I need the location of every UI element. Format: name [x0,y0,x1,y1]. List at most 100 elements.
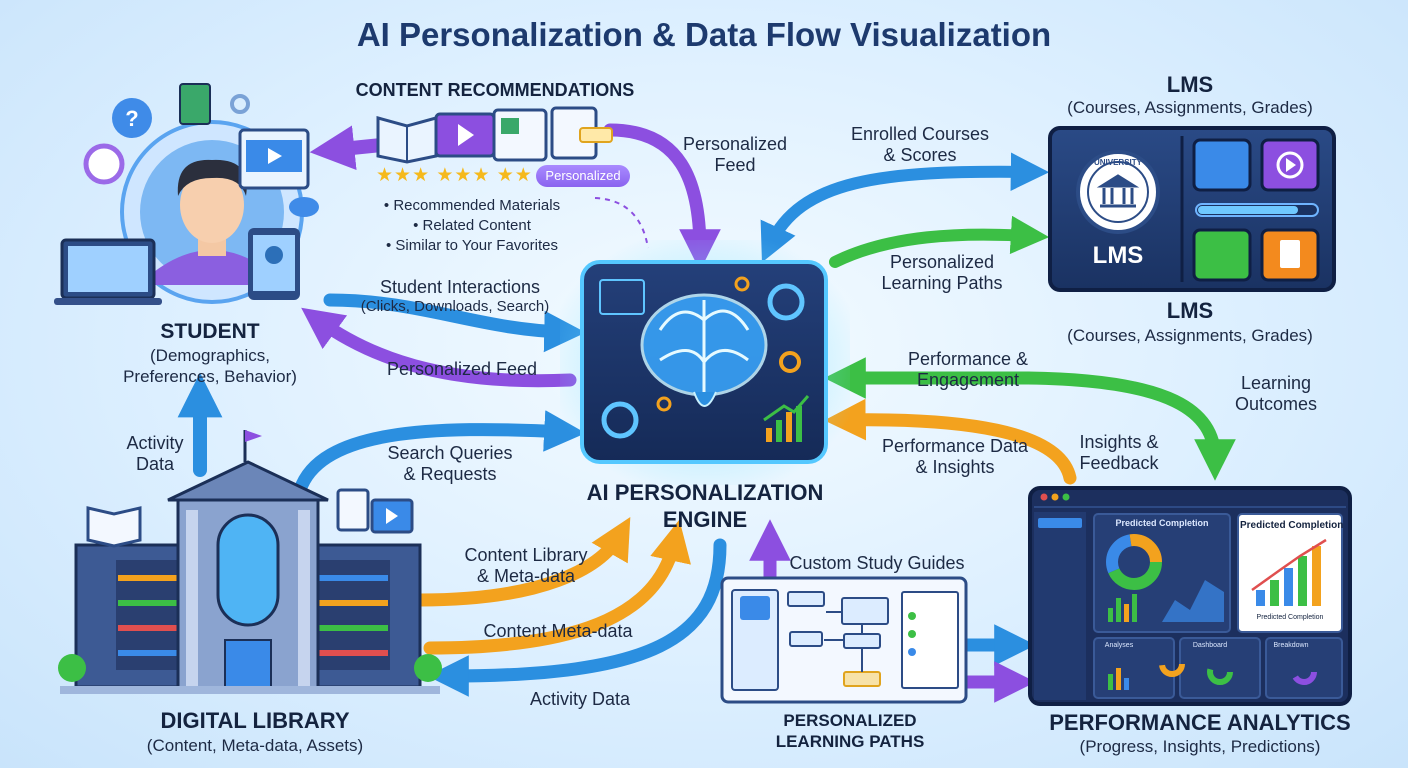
book-icon [179,83,211,125]
library-door [224,639,272,691]
book-tile-icon [1192,138,1252,192]
analytics-card-1-title: Predicted Completion [1115,518,1209,528]
path-node [789,631,823,647]
arrow-enrolled-courses [760,152,1050,263]
content-recs-heading: CONTENT RECOMMENDATIONS [355,80,635,100]
engine-heading-2: ENGINE [662,507,748,532]
student-detail-1: (Demographics, [150,346,270,365]
student-heading: STUDENT [160,320,260,343]
learning-paths-heading-2: LEARNING PATHS [775,732,925,751]
content-recs-item-1: • Recommended Materials [383,197,561,214]
lms-mid-heading: LMS [1166,298,1214,323]
engine-heading-1: AI PERSONALIZATION [586,480,824,505]
area-chart-icon [1162,580,1224,622]
chat-dots-icon [289,197,319,217]
gear-icon [656,396,672,412]
data-panel-icon [599,279,645,315]
flow-perf-data-1: Performance Data [881,436,1029,456]
flow-library-meta-1: Content Library [464,545,588,565]
flow-enrolled-1: Enrolled Courses [850,124,990,144]
flow-activity-up-1: Activity [126,433,184,453]
learning-paths-illustration [720,576,968,704]
university-seal-text: UNIVERSITY [1093,158,1142,167]
analytics-card-2-title: Predicted Completion [1240,520,1344,531]
lms-mid-detail: (Courses, Assignments, Grades) [1067,326,1313,345]
lms-illustration [1048,126,1336,292]
flow-paths-2: Learning Paths [881,273,1003,293]
arrow-search-queries [293,410,586,497]
arrow-personalized-feed-left [301,307,577,388]
flow-enrolled-2: & Scores [883,145,957,165]
university-seal-icon [1076,150,1160,234]
arrow-student-interactions [323,293,586,353]
analytics-sidebar [1034,512,1086,700]
lms-logo-text: LMS [1092,242,1144,269]
dashed-connector [594,197,649,249]
analytics-legend: Predicted Completion [1256,614,1324,621]
arrow-insights-feedback [824,398,1077,485]
rating-stars-icon: ★★★ ★★★ ★★ [376,165,533,186]
progress-list [901,591,959,689]
arrow-activity-data-bottom [427,538,727,697]
flow-personalized-feed-top-2: Feed [714,155,756,175]
tree-icon [414,654,442,682]
flow-perf-data-2: & Insights [915,457,995,477]
flow-insights-1: Insights & [1079,432,1159,452]
page-title: AI Personalization & Data Flow Visualiza… [356,16,1052,53]
flow-content-meta: Content Meta-data [483,621,633,641]
analytics-panel-breakdown [1265,637,1343,699]
student-detail-2: Preferences, Behavior) [123,367,297,386]
arrow-personalized-feed-top [603,123,721,271]
path-node [843,671,881,687]
gear-icon [734,276,750,292]
flow-search-1: Search Queries [387,443,513,463]
flow-personalized-feed-top-1: Personalized [682,134,788,154]
question-bubble-icon [112,98,152,138]
flow-custom-guides: Custom Study Guides [789,553,965,573]
student-face [180,167,244,243]
lms-top-heading: LMS [1166,72,1214,97]
library-flag-icon [245,430,262,442]
bar-chart-icon [763,395,810,442]
library-book-icon [86,506,142,548]
lms-top-detail: (Courses, Assignments, Grades) [1067,98,1313,117]
arrow-content-library [413,516,631,607]
gear-icon [779,351,801,373]
svg-text:?: ? [125,106,138,131]
flow-paths-1: Personalized [889,252,995,272]
bookshelf-right [302,575,388,656]
content-recommendations-illustration [376,106,649,249]
analytics-panel-1-label: Analyses [1104,642,1134,649]
bookshelf-left [118,575,204,656]
flow-library-meta-2: & Meta-data [476,566,576,586]
chat-bubble-icon [83,143,125,185]
flow-arrows [177,123,1236,703]
flow-outcomes-2: Outcomes [1234,394,1318,414]
content-recs-item-2: • Related Content [413,217,531,234]
learning-paths-heading-1: PERSONALIZED [783,711,917,730]
flow-perf-engage-1: Performance & [907,349,1029,369]
gear-icon [767,283,805,321]
analytics-detail: (Progress, Insights, Predictions) [1079,737,1321,756]
analytics-heading: PERFORMANCE ANALYTICS [1049,710,1351,735]
path-node [787,591,825,607]
arrow-lms-to-engagement [1021,371,1236,481]
library-heading: DIGITAL LIBRARY [160,708,350,733]
completion-bar-chart [1251,538,1327,606]
student-hair [177,159,247,196]
analytics-panel-3-label: Breakdown [1273,642,1309,649]
personalized-badge: Personalized [536,165,630,187]
analytics-panel-2-label: Dashboard [1192,642,1228,649]
article-card-icon [492,108,548,162]
library-illustration [58,430,442,694]
flow-search-2: & Requests [403,464,497,484]
tree-icon [58,654,86,682]
gear-icon [601,401,639,439]
library-window [216,513,280,627]
student-illustration: ? [54,83,319,305]
student-body [150,250,274,285]
flow-feed-left: Personalized Feed [386,359,538,379]
flow-interactions-1: Student Interactions [379,277,541,297]
